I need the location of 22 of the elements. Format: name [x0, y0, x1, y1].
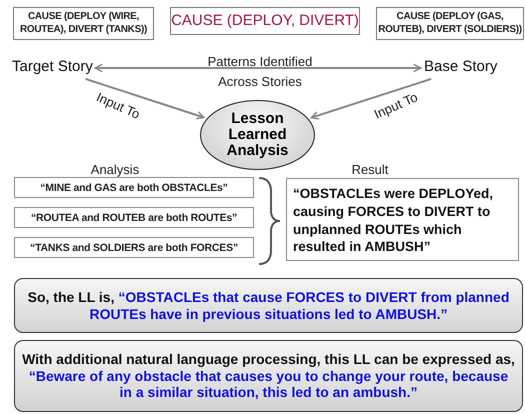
edge-label: Input To: [93, 88, 144, 124]
conclusion-box: [14, 278, 523, 333]
conclusion-box: [14, 340, 523, 412]
predicate-box: CAUSE (DEPLOY, DIVERT): [170, 7, 360, 35]
analysis-box: “ROUTEA and ROUTEB are both ROUTEs”: [14, 207, 254, 228]
column-heading: Analysis: [90, 162, 140, 178]
conclusion-text: So, the LL is, “OBSTACLEs that cause FORCES to DIVERT from planned ROUTEs have in previous situations led to AMBUSH.”: [26, 288, 510, 322]
arrow: [94, 64, 422, 72]
analysis-box: “TANKS and SOLDIERS are both FORCES”: [14, 237, 254, 258]
edge-label: Input To: [370, 88, 421, 124]
conclusion-text: With additional natural language processing, this LL can be expressed as, “Beware of any obstacle that causes you to change your route, because in a similar situation, this led to an ambush.”: [21, 351, 516, 401]
story-label: Base Story: [424, 58, 506, 78]
column-heading: Result: [350, 162, 390, 178]
edge-label: Patterns Identified Across Stories: [206, 53, 314, 91]
story-label: Target Story: [12, 58, 92, 78]
predicate-box: CAUSE (DEPLOY (GAS, ROUTEB), DIVERT (SOLDIERS)): [376, 7, 524, 40]
arrow: [310, 78, 432, 120]
result-box: “OBSTACLEs were DEPLOYed, causing FORCES to DIVERT to unplanned ROUTEs which resulted in AMBUSH”: [286, 178, 519, 261]
arrow: [85, 78, 205, 120]
analysis-ellipse: Lesson Learned Analysis: [200, 100, 315, 170]
analysis-box: “MINE and GAS are both OBSTACLEs”: [14, 177, 254, 198]
predicate-box: CAUSE (DEPLOY (WIRE, ROUTEA), DIVERT (TANKS)): [13, 7, 154, 40]
